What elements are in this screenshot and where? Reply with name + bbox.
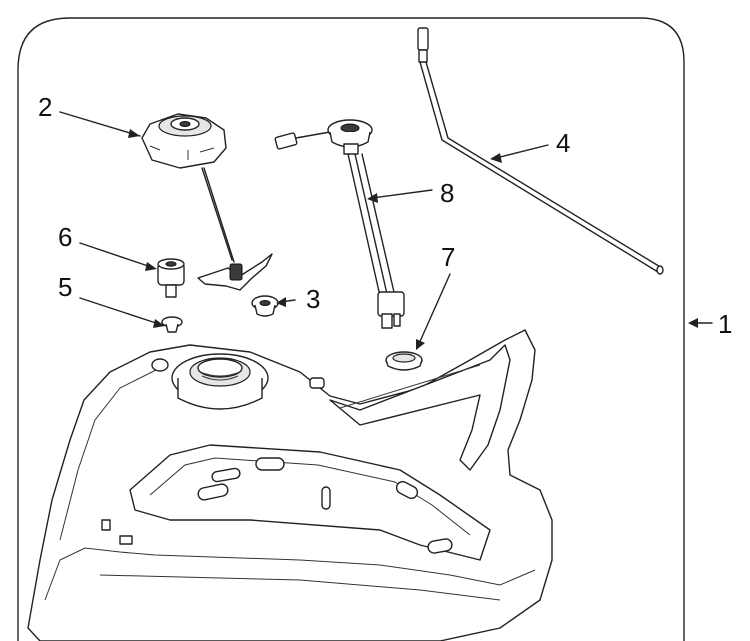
assembly-frame [17,17,685,641]
fuel-tank [27,329,553,641]
callout-6: 6 [58,222,72,252]
callout-8: 8 [440,178,454,208]
fuel-cap [141,113,273,291]
callout-4: 4 [556,128,570,158]
grommet [251,295,279,317]
rollover-valve [157,258,185,298]
small-plug [161,316,183,333]
ring-seal [385,351,423,371]
callout-1: 1 [718,309,732,339]
callout-5: 5 [58,272,72,302]
callout-7: 7 [441,242,455,272]
vent-tube [417,27,664,275]
leader-lines [59,111,713,350]
callout-3: 3 [306,284,320,314]
fuel-sender [274,119,405,329]
callout-2: 2 [38,92,52,122]
